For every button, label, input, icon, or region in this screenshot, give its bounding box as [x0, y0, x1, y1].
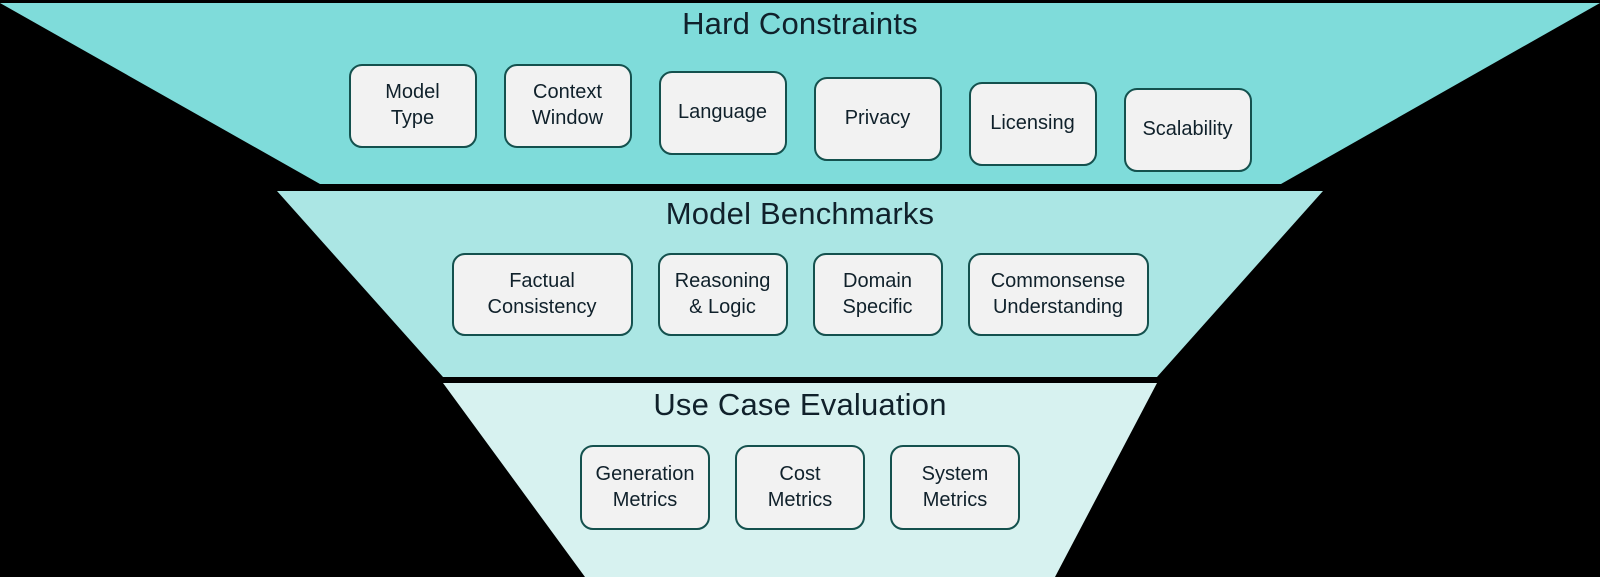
card-system-metrics[interactable]: System Metrics: [890, 445, 1020, 530]
tier-title-hard-constraints: Hard Constraints: [682, 6, 918, 41]
card-reasoning-logic[interactable]: Reasoning & Logic: [657, 253, 788, 336]
tier-title-use-case-evaluation: Use Case Evaluation: [653, 387, 947, 422]
tier-cards-model-benchmarks: Factual Consistency Reasoning & Logic Do…: [451, 253, 1149, 336]
card-privacy[interactable]: Privacy: [813, 77, 942, 161]
card-factual-consistency[interactable]: Factual Consistency: [451, 253, 633, 336]
tier-title-model-benchmarks: Model Benchmarks: [665, 196, 935, 231]
card-cost-metrics[interactable]: Cost Metrics: [735, 445, 865, 530]
card-context-window[interactable]: Context Window: [503, 64, 632, 148]
tier-model-benchmarks: Model Benchmarks Factual Consistency Rea…: [0, 198, 1600, 336]
card-model-type[interactable]: Model Type: [348, 64, 477, 148]
card-licensing[interactable]: Licensing: [968, 82, 1097, 166]
tier-hard-constraints: Hard Constraints Model Type Context Wind…: [0, 8, 1600, 172]
tier-use-case-evaluation: Use Case Evaluation Generation Metrics C…: [0, 389, 1600, 530]
tier-cards-hard-constraints: Model Type Context Window Language Priva…: [348, 64, 1252, 172]
card-language[interactable]: Language: [658, 71, 787, 155]
card-domain-specific[interactable]: Domain Specific: [812, 253, 943, 336]
card-generation-metrics[interactable]: Generation Metrics: [580, 445, 710, 530]
card-scalability[interactable]: Scalability: [1123, 88, 1252, 172]
tier-cards-use-case-evaluation: Generation Metrics Cost Metrics System M…: [580, 445, 1020, 530]
card-commonsense-understanding[interactable]: Commonsense Understanding: [967, 253, 1149, 336]
